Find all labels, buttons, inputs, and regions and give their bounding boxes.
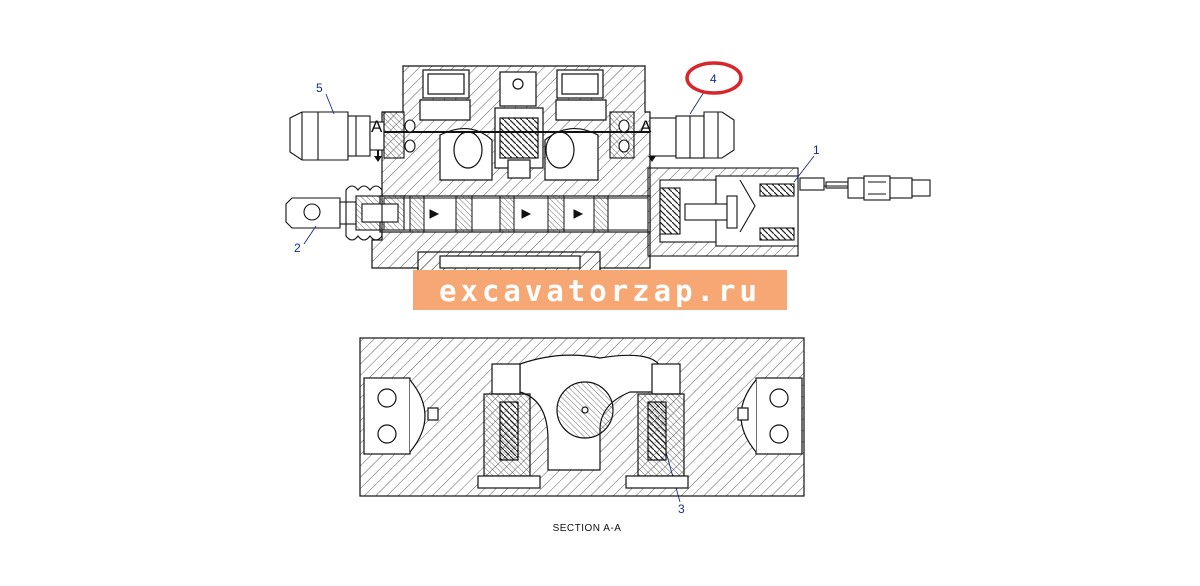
section-caption: SECTION A-A — [553, 523, 622, 534]
solenoid-housing — [647, 167, 849, 257]
highlight-circle — [685, 61, 743, 95]
section-a-a-view — [359, 337, 805, 497]
relief-valve-right — [609, 111, 735, 159]
callout-1: 1 — [813, 143, 820, 157]
callout-2: 2 — [294, 241, 301, 255]
dust-boot — [345, 185, 383, 241]
callout-3: 3 — [678, 502, 685, 516]
watermark-banner: excavatorzap.ru — [413, 270, 787, 310]
watermark-text: excavatorzap.ru — [439, 274, 761, 308]
valve-body-top — [371, 65, 651, 273]
main-spool — [383, 195, 649, 233]
electrical-connector — [824, 175, 931, 201]
relief-valve-left — [289, 111, 416, 161]
section-arrow-left — [374, 156, 382, 162]
spool-end-clevis — [285, 195, 405, 231]
section-mark-left: A — [371, 117, 383, 136]
section-arrow-right — [648, 156, 656, 162]
callout-5: 5 — [316, 81, 323, 95]
section-mark-right: A — [640, 117, 652, 136]
callout-4: 4 — [710, 72, 717, 86]
